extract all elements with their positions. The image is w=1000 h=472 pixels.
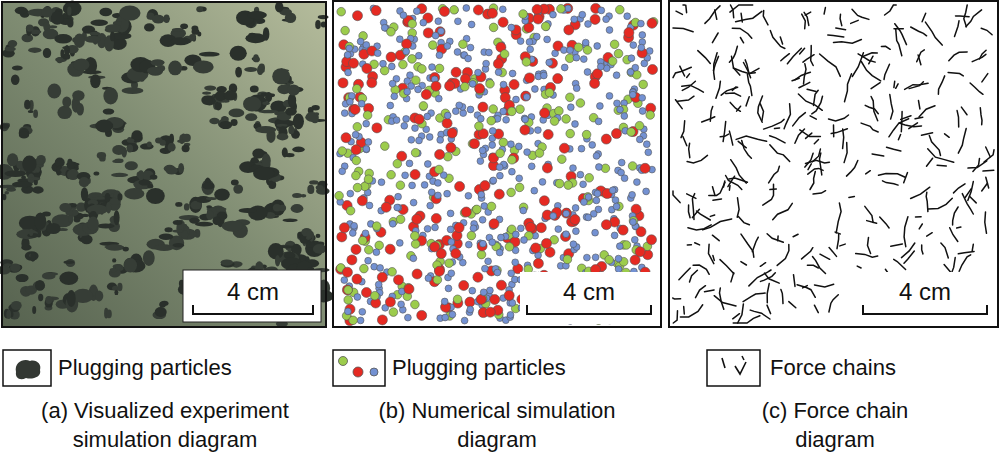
panel-caption: (a) Visualized experiment simulation dia…: [15, 396, 315, 454]
panel-caption: (c) Force chain diagram: [720, 396, 950, 454]
simulation-panel: [333, 1, 661, 327]
panel-caption: (b) Numerical simulation diagram: [347, 396, 647, 454]
force-chain-lines: [673, 5, 994, 323]
particle-dots: [335, 3, 658, 325]
legend-icons: [3, 350, 760, 386]
particle-blobs: [0, 1, 334, 328]
legend-text: Plugging particles: [58, 355, 232, 381]
legend-text: Force chains: [770, 355, 896, 381]
force-chain-panel: [669, 1, 998, 327]
photo-panel: [0, 1, 334, 328]
scale-label: 4 cm: [865, 278, 985, 306]
scale-label: 4 cm: [193, 278, 313, 306]
legend-text: Plugging particles: [392, 355, 566, 381]
scale-label: 4 cm: [529, 278, 649, 306]
